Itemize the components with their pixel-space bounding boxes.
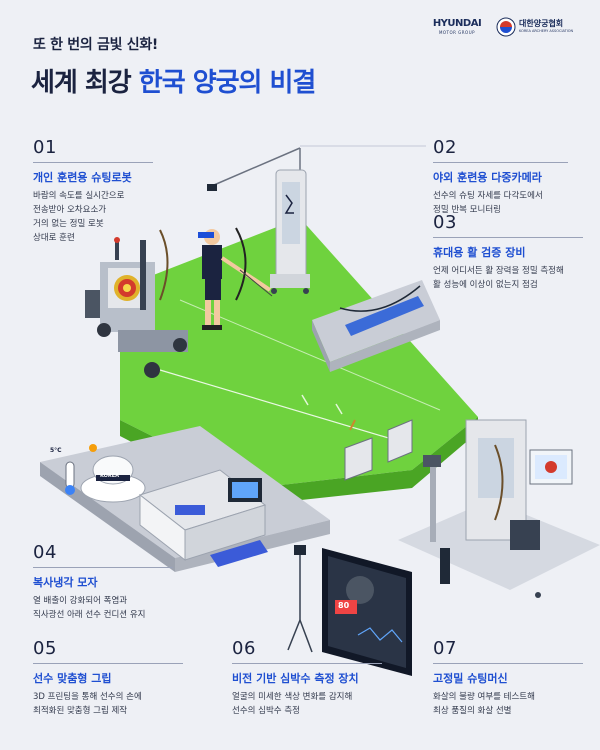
feature-02: 02 야외 훈련용 다중카메라 선수의 슈팅 자세를 다각도에서 정밀 반복 모… [433,137,568,217]
feature-desc: 3D 프린팅을 통해 선수의 손에 최적화된 맞춤형 그립 제작 [33,690,183,718]
cooling-hat [65,444,146,503]
kaa-emblem-icon [496,17,516,37]
desc-line: 바람의 속도를 실시간으로 [33,191,125,201]
kaa-logo: 대한양궁협회 KOREA ARCHERY ASSOCIATION [495,16,581,38]
feature-title: 고정밀 슈팅머신 [433,672,508,685]
hyundai-sub-text: MOTOR GROUP [438,30,476,35]
desc-line: 상대로 훈련 [33,233,75,243]
feature-desc: 바람의 속도를 실시간으로 전송받아 오차요소가 거의 없는 정밀 로봇 상대로… [33,189,153,245]
feature-number: 07 [433,638,583,664]
desc-line: 정밀 반복 모니터링 [433,205,501,215]
feature-title: 복사냉각 모자 [33,576,98,589]
desc-line: 최적화된 맞춤형 그립 제작 [33,706,128,716]
desc-line: 화살의 불량 여부를 테스트해 [433,692,535,702]
page-title: 세계 최강 한국 양궁의 비결 [31,62,317,99]
feature-number: 04 [33,542,173,568]
feature-04: 04 복사냉각 모자 열 배출이 강화되어 폭염과 직사광선 아래 선수 컨디션… [33,542,173,622]
vision-heart-monitor [287,545,412,676]
feature-desc: 얼굴의 미세한 색상 변화를 감지해 선수의 심박수 측정 [232,690,382,718]
feature-title: 선수 맞춤형 그립 [33,672,112,685]
feature-desc: 열 배출이 강화되어 폭염과 직사광선 아래 선수 컨디션 유지 [33,594,173,622]
feature-desc: 화살의 불량 여부를 테스트해 최상 품질의 화살 선별 [433,690,583,718]
desc-line: 최상 품질의 화살 선별 [433,706,512,716]
feature-number: 06 [232,638,382,664]
feature-05: 05 선수 맞춤형 그립 3D 프린팅을 통해 선수의 손에 최적화된 맞춤형 … [33,638,183,718]
hyundai-brand-text: HYUNDAI [432,18,482,29]
feature-title: 비전 기반 심박수 측정 장치 [232,672,359,685]
feature-number: 02 [433,137,568,163]
feature-desc: 선수의 슈팅 자세를 다각도에서 정밀 반복 모니터링 [433,189,568,217]
feature-03: 03 휴대용 활 검증 장비 언제 어디서든 활 장력을 정밀 측정해 활 성능… [433,212,583,292]
desc-line: 거의 없는 정밀 로봇 [33,219,104,229]
kaa-korean-text: 대한양궁협회 [519,19,564,28]
title-dark-part: 세계 최강 [31,68,139,98]
feature-07: 07 고정밀 슈팅머신 화살의 불량 여부를 테스트해 최상 품질의 화살 선별 [433,638,583,718]
shooting-robot [85,229,188,378]
hat-label: KOREA [100,473,120,479]
desc-line: 직사광선 아래 선수 컨디션 유지 [33,610,146,620]
thermometer-label: 5°C [50,447,62,454]
archer-figure [198,227,273,330]
feature-number: 05 [33,638,183,664]
feature-number: 01 [33,137,153,163]
desc-line: 얼굴의 미세한 색상 변화를 감지해 [232,692,353,702]
feature-title: 야외 훈련용 다중카메라 [433,171,542,184]
bow-test-device [312,280,440,372]
feature-title: 휴대용 활 검증 장비 [433,246,526,259]
title-blue-part: 한국 양궁의 비결 [138,68,317,98]
feature-06: 06 비전 기반 심박수 측정 장치 얼굴의 미세한 색상 변화를 감지해 선수… [232,638,382,718]
multi-camera-stand [207,147,310,294]
desc-line: 3D 프린팅을 통해 선수의 손에 [33,692,142,702]
desc-line: 언제 어디서든 활 장력을 정밀 측정해 [433,266,564,276]
desc-line: 전송받아 오차요소가 [33,205,107,215]
grip-3d-printer [138,469,268,567]
desc-line: 선수의 심박수 측정 [232,706,300,716]
shooting-machine [398,419,600,598]
feature-number: 03 [433,212,583,238]
field-targets [344,419,413,481]
hyundai-logo: HYUNDAI MOTOR GROUP [427,18,487,35]
feature-title: 개인 훈련용 슈팅로봇 [33,171,132,184]
kaa-english-text: KOREA ARCHERY ASSOCIATION [519,29,574,33]
eyebrow-text: 또 한 번의 금빛 신화! [33,37,159,53]
desc-line: 활 성능에 이상이 없는지 점검 [433,280,538,290]
feature-desc: 언제 어디서든 활 장력을 정밀 측정해 활 성능에 이상이 없는지 점검 [433,264,583,292]
desc-line: 선수의 슈팅 자세를 다각도에서 [433,191,543,201]
feature-01: 01 개인 훈련용 슈팅로봇 바람의 속도를 실시간으로 전송받아 오차요소가 … [33,137,153,245]
monitor-readout: 80 [338,601,350,610]
desc-line: 열 배출이 강화되어 폭염과 [33,596,128,606]
